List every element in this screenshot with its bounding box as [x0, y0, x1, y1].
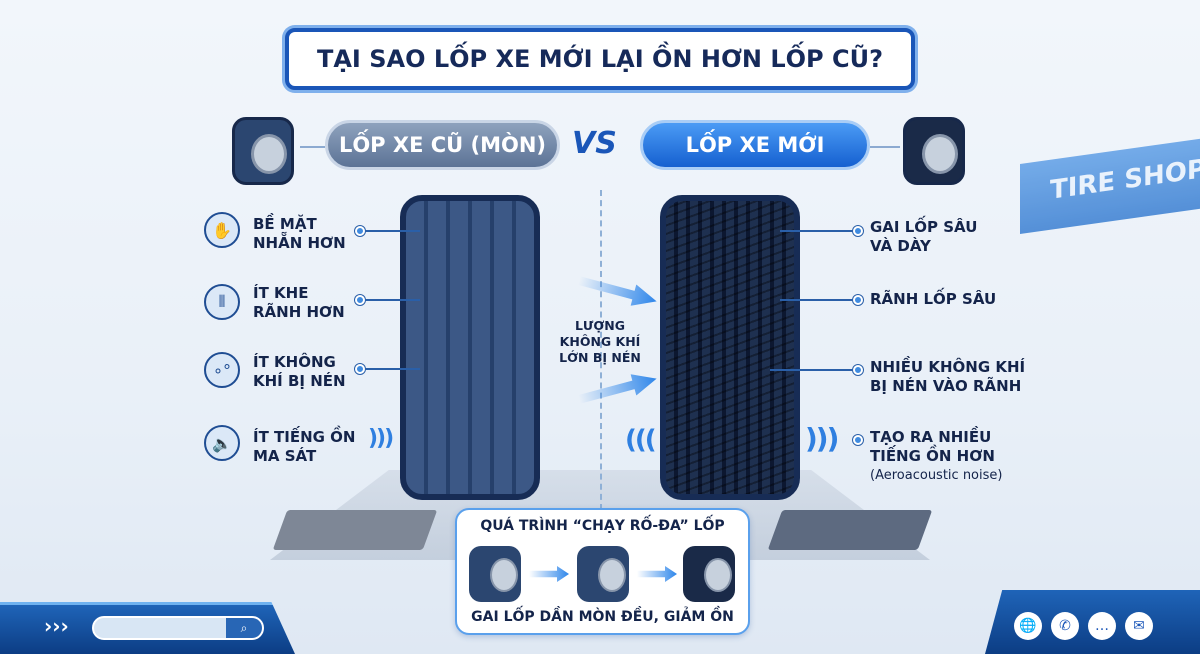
airflow-arrow-icon: [577, 368, 660, 410]
pointer-dot: [853, 226, 863, 236]
airflow-arrow-icon: [577, 270, 660, 312]
sound-wave-icon: ))): [805, 422, 839, 455]
feature-text: ÍT KHÔNG: [253, 353, 336, 371]
break-in-process-panel: QUÁ TRÌNH “CHẠY RỐ-ĐA” LỐP GAI LỐP DẦN M…: [455, 508, 750, 635]
tire-shop-sign: TIRE SHOP: [1020, 135, 1200, 235]
tire-stage-3: [683, 546, 735, 602]
speaker-icon: 🔈: [204, 425, 240, 461]
feature-text: ÍT KHE: [253, 284, 309, 302]
pointer-dot: [355, 364, 365, 374]
pointer-line: [780, 299, 855, 301]
old-tire-tread: [400, 195, 540, 500]
feature-text: KHÍ BỊ NÉN: [253, 372, 346, 390]
note-line: LỚN BỊ NÉN: [559, 350, 641, 365]
pointer-dot: [355, 295, 365, 305]
pointer-line: [365, 299, 420, 301]
feature-text: RÃNH HƠN: [253, 303, 345, 321]
chat-icon[interactable]: …: [1088, 612, 1116, 640]
worn-road-slab: [272, 510, 438, 550]
grooved-road-slab: [767, 510, 933, 550]
tire-stage-2: [577, 546, 629, 602]
note-line: LƯỢNG: [574, 318, 626, 333]
new-tire-tread: [660, 195, 800, 500]
break-in-title: QUÁ TRÌNH “CHẠY RỐ-ĐA” LỐP: [480, 518, 725, 534]
page-title: TẠI SAO LỐP XE MỚI LẠI ỒN HƠN LỐP CŨ?: [285, 28, 915, 90]
arrow-icon: [529, 566, 569, 582]
pointer-line: [365, 230, 420, 232]
feature-text: BỊ NÉN VÀO RÃNH: [870, 377, 1022, 395]
feature-text: GAI LỐP SÂU: [870, 218, 978, 236]
arrow-icon: [637, 566, 677, 582]
pointer-dot: [853, 295, 863, 305]
feature-text: BỀ MẶT: [253, 215, 317, 233]
vs-label: VS: [572, 126, 617, 161]
break-in-footer: GAI LỐP DẦN MÒN ĐỀU, GIẢM ỒN: [471, 609, 734, 625]
phone-icon[interactable]: ✆: [1051, 612, 1079, 640]
feature-text: MA SÁT: [253, 447, 317, 465]
tire-stage-1: [469, 546, 521, 602]
connector: [870, 146, 900, 148]
note-line: KHÔNG KHÍ: [559, 334, 641, 349]
new-tire-thumbnail: [903, 117, 965, 185]
feature-note: (Aeroacoustic noise): [870, 468, 1003, 483]
old-tire-thumbnail: [232, 117, 294, 185]
sound-wave-icon: ))): [368, 426, 394, 451]
pointer-line: [365, 368, 420, 370]
chevrons-icon: ›››: [44, 614, 69, 638]
worn-surface-icon: ✋: [204, 212, 240, 248]
old-tire-label: LỐP XE CŨ (MÒN): [325, 120, 560, 170]
feature-text: VÀ DÀY: [870, 237, 931, 255]
feature-text: NHIỀU KHÔNG KHÍ: [870, 358, 1026, 376]
search-icon[interactable]: ⌕: [226, 618, 262, 638]
search-input[interactable]: ⌕: [92, 616, 264, 640]
pointer-line: [770, 369, 855, 371]
grooves-icon: ⫴: [204, 284, 240, 320]
sound-wave-icon: (((: [625, 425, 657, 455]
feature-text: ÍT TIẾNG ỒN: [253, 428, 356, 446]
feature-text: TIẾNG ỒN HƠN: [870, 447, 995, 465]
pointer-line: [780, 230, 855, 232]
feature-text: TẠO RA NHIỀU: [870, 428, 992, 446]
feature-text: NHẴN HƠN: [253, 234, 346, 252]
pointer-dot: [853, 435, 863, 445]
new-tire-label: LỐP XE MỚI: [640, 120, 870, 170]
mail-icon[interactable]: ✉: [1125, 612, 1153, 640]
air-bubbles-icon: ∘°: [204, 352, 240, 388]
new-feature-2: RÃNH LỐP SÂU: [870, 290, 997, 308]
connector: [300, 146, 325, 148]
pointer-dot: [853, 365, 863, 375]
globe-icon[interactable]: 🌐: [1014, 612, 1042, 640]
divider: [600, 190, 602, 510]
pointer-dot: [355, 226, 365, 236]
